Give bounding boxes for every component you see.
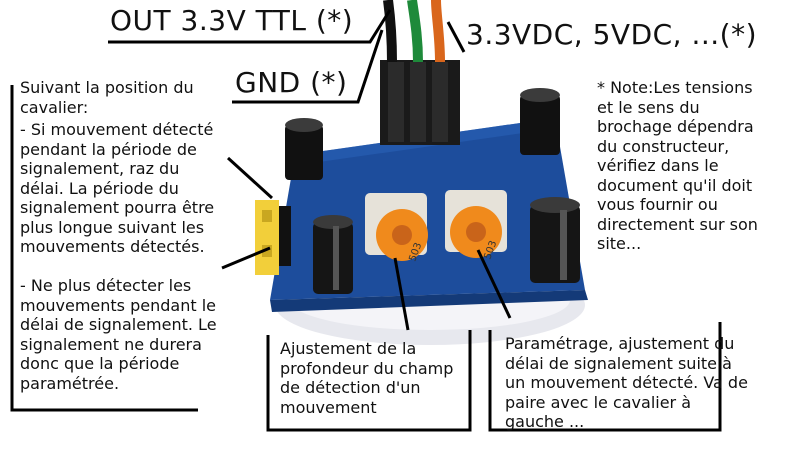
wire-gnd <box>383 0 397 63</box>
frame-delay <box>488 322 722 432</box>
leader-jumper-top <box>226 156 274 200</box>
capacitor-back-right <box>520 88 560 155</box>
potentiometer-sensitivity: 503 <box>365 193 428 263</box>
leader-delay <box>476 249 512 319</box>
leader-jumper-bottom <box>221 246 271 270</box>
wire-vcc <box>431 0 445 63</box>
note-delay: Paramétrage, ajustement du délai de sign… <box>505 334 748 431</box>
jumper <box>255 200 291 275</box>
label-out: OUT 3.3V TTL (*) <box>110 4 354 37</box>
frame-left <box>10 85 198 412</box>
capacitor-front-left <box>313 215 353 294</box>
leader-gnd <box>232 29 384 104</box>
note-voltage: * Note:Les tensions et le sens du brocha… <box>597 78 758 253</box>
note-sensitivity: Ajustement de la profondeur du champ de … <box>280 339 454 417</box>
capacitor-front-right <box>530 197 580 283</box>
label-gnd: GND (*) <box>235 66 348 99</box>
note-jumper-mode-h: - Si mouvement détecté pendant la périod… <box>20 120 215 256</box>
leader-vcc <box>446 21 466 53</box>
frame-sensitivity <box>266 330 472 432</box>
label-vcc: 3.3VDC, 5VDC, ...(*) <box>466 18 758 51</box>
note-jumper-mode-l: - Ne plus détecter les mouvements pendan… <box>20 276 217 393</box>
wire-out <box>407 0 423 63</box>
leader-sensitivity <box>393 257 410 331</box>
capacitor-back-left <box>285 118 323 180</box>
leader-out <box>108 9 392 44</box>
potentiometer-delay: 503 <box>445 190 507 261</box>
note-jumper-intro: Suivant la position du cavalier: <box>20 78 194 117</box>
